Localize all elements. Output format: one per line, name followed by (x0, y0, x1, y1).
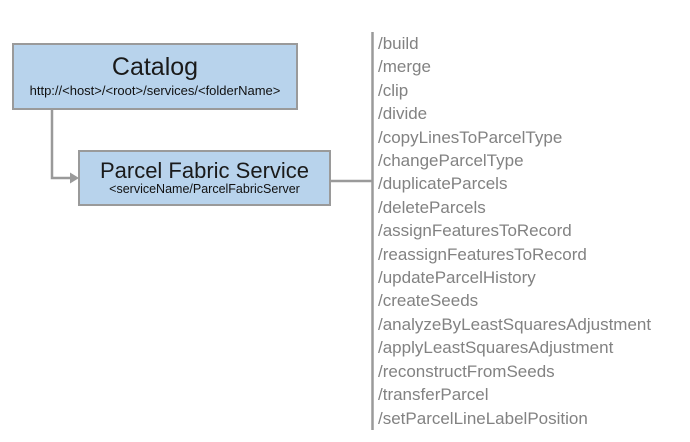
node-parcel-fabric-service[interactable]: Parcel Fabric Service <serviceName/Parce… (78, 150, 331, 206)
operation-item[interactable]: /changeParcelType (378, 151, 524, 171)
operation-item[interactable]: /assignFeaturesToRecord (378, 221, 572, 241)
operations-list: /build/merge/clip/divide/copyLinesToParc… (378, 32, 683, 430)
operation-item[interactable]: /deleteParcels (378, 197, 486, 217)
operation-item[interactable]: /merge (378, 57, 431, 77)
catalog-url: http://<host>/<root>/services/<folderNam… (29, 83, 281, 99)
operation-item[interactable]: /analyzeByLeastSquaresAdjustment (378, 314, 652, 334)
operation-item[interactable]: /clip (378, 80, 409, 100)
operation-item[interactable]: /createSeeds (378, 291, 479, 311)
operation-item[interactable]: /updateParcelHistory (378, 268, 536, 288)
node-catalog[interactable]: Catalog http://<host>/<root>/services/<f… (12, 43, 298, 110)
operation-item[interactable]: /copyLinesToParcelType (378, 127, 563, 147)
operation-item[interactable]: /transferParcel (378, 385, 489, 405)
operation-item[interactable]: /reassignFeaturesToRecord (378, 244, 587, 264)
catalog-to-service-connector (50, 110, 79, 184)
operation-item[interactable]: /setParcelLineLabelPosition (378, 408, 588, 428)
operation-item[interactable]: /applyLeastSquaresAdjustment (378, 338, 614, 358)
service-title: Parcel Fabric Service (99, 158, 310, 184)
operation-item[interactable]: /build (378, 34, 419, 53)
operation-item[interactable]: /divide (378, 104, 428, 124)
operation-item[interactable]: /reconstructFromSeeds (378, 361, 555, 381)
operation-item[interactable]: /duplicateParcels (378, 174, 508, 194)
service-path: <serviceName/ParcelFabricServer (109, 182, 300, 197)
catalog-title: Catalog (111, 53, 199, 82)
